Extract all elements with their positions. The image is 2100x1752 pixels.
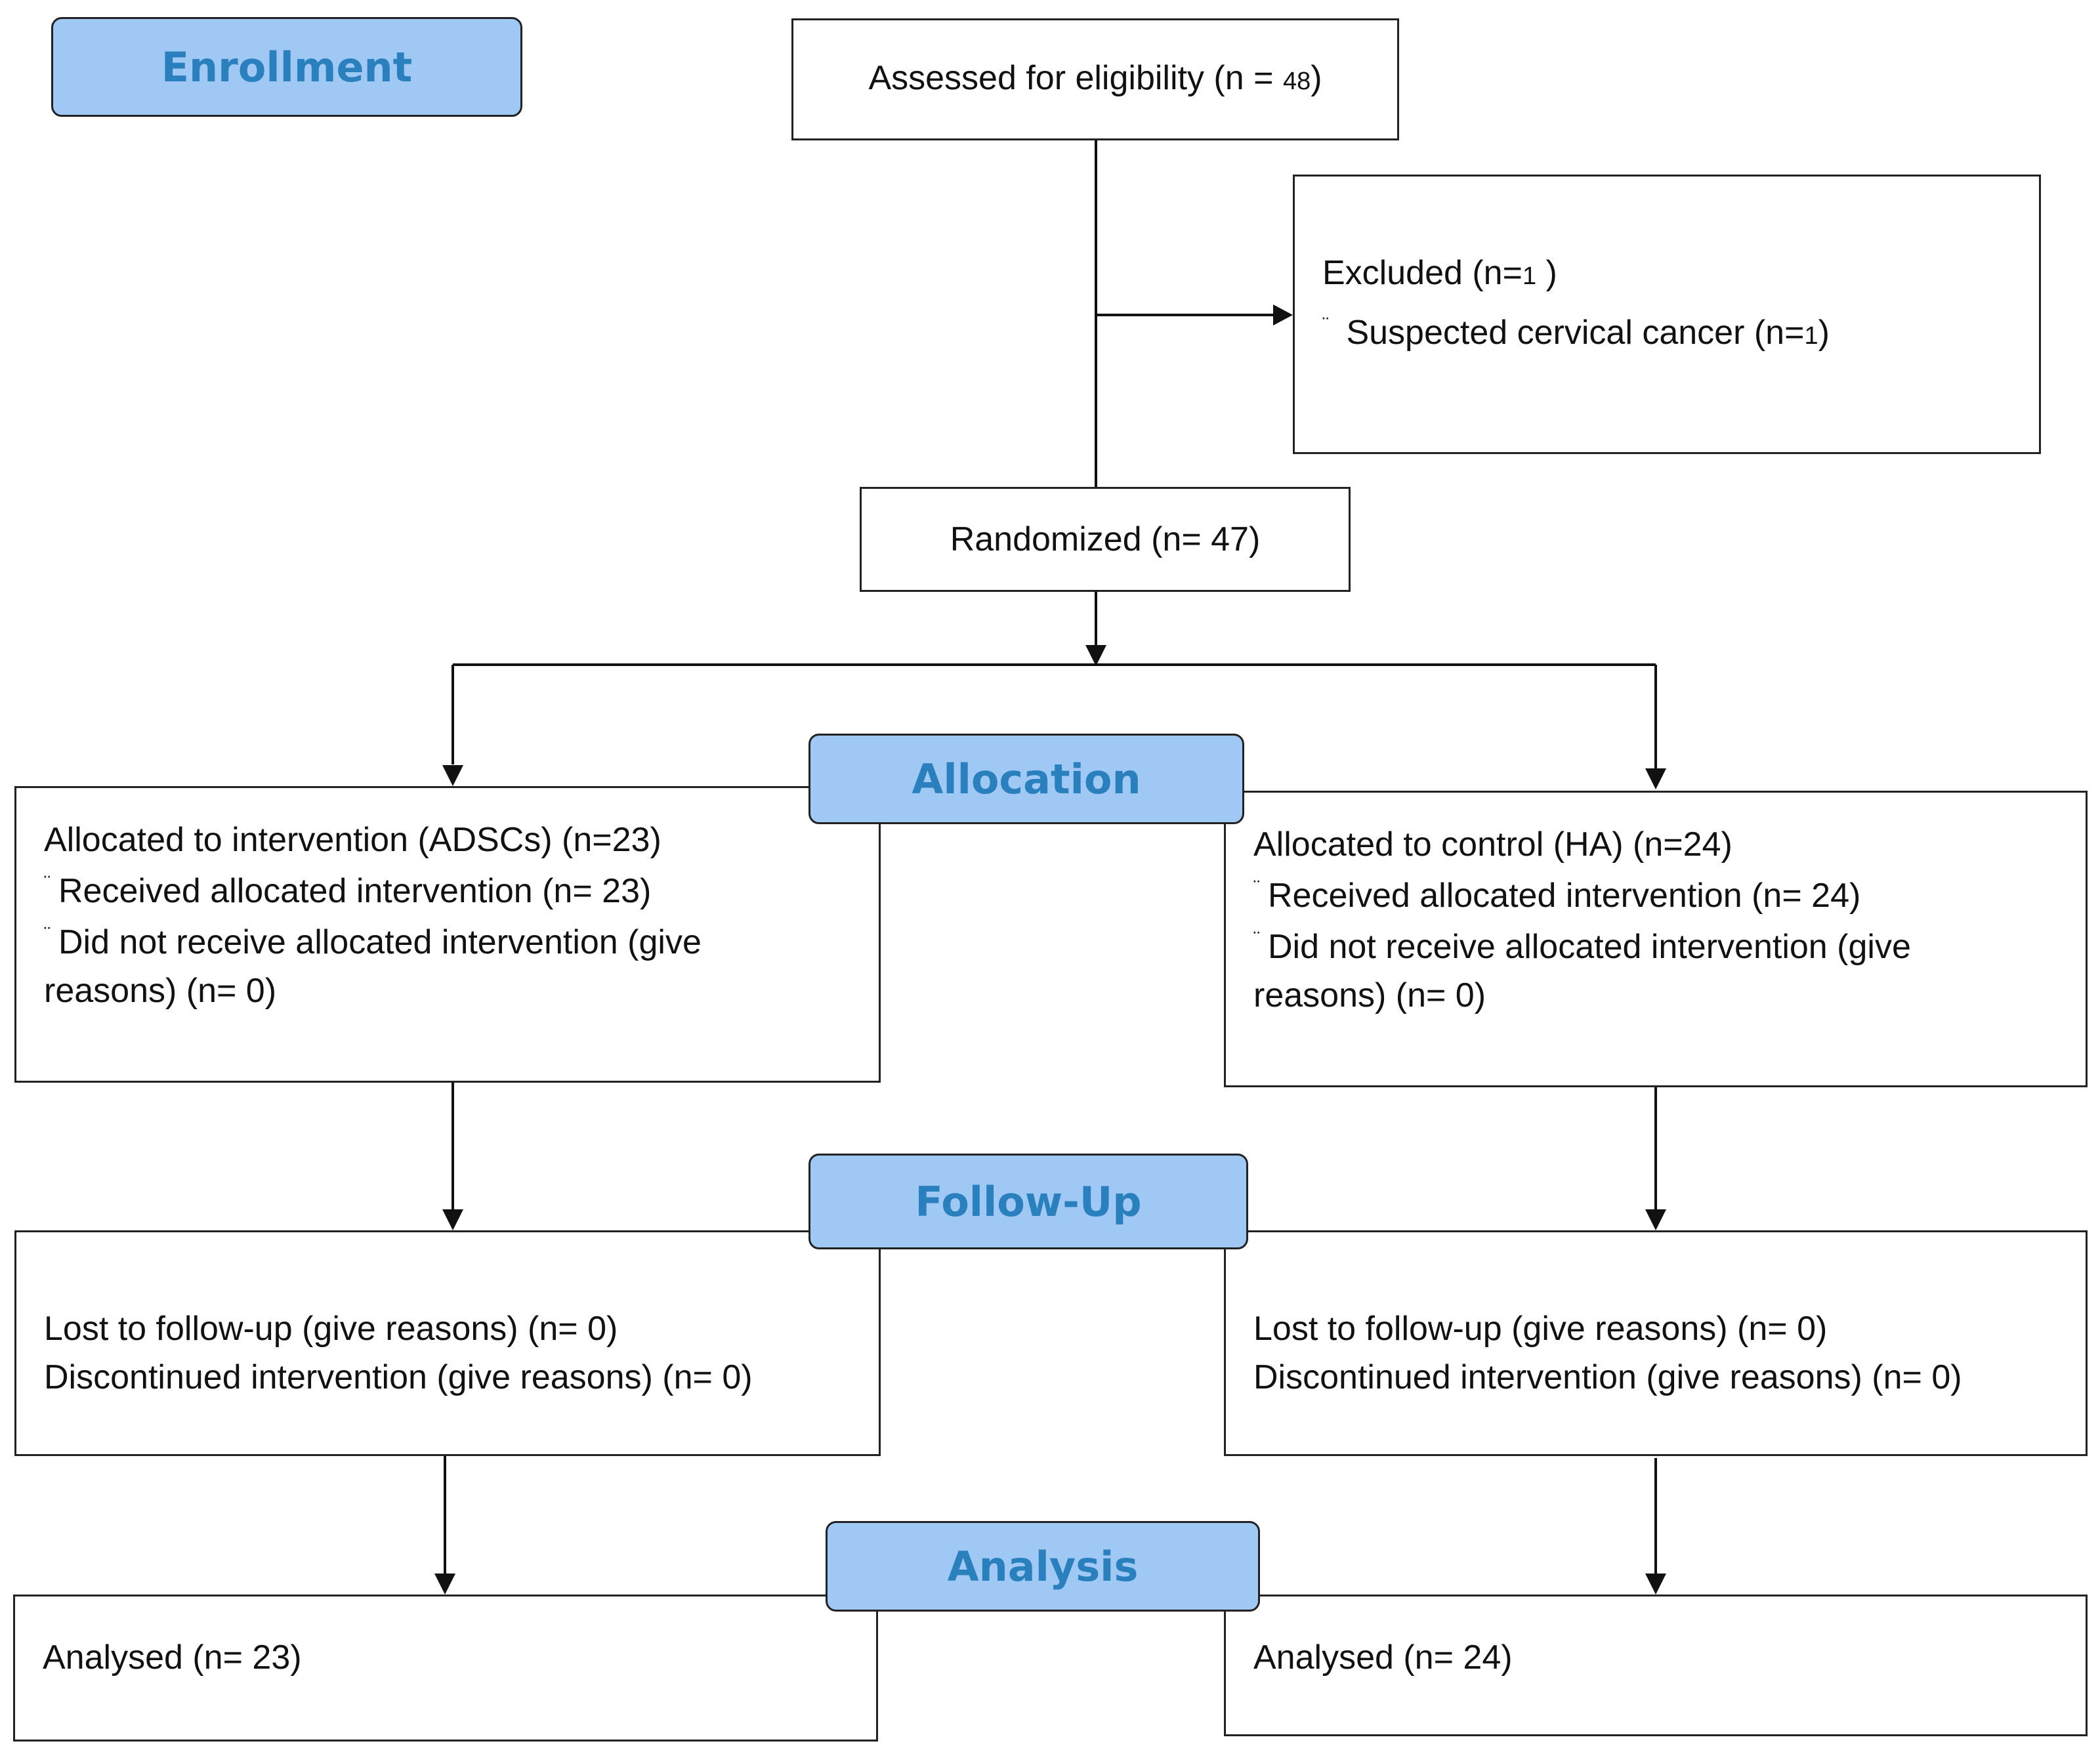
bullet-icon: ¨ <box>44 872 51 894</box>
followup-left-discontinued: Discontinued intervention (give reasons)… <box>44 1358 753 1396</box>
analysis-right-box: Analysed (n= 24) <box>1224 1595 2088 1736</box>
excluded-reason-count: 1 <box>1804 322 1818 350</box>
stage-follow-up-label: Follow-Up <box>915 1177 1142 1226</box>
assessed-text: Assessed for eligibility (n = 48) <box>868 54 1322 106</box>
analysis-right-text: Analysed (n= 24) <box>1253 1638 1513 1677</box>
excluded-title-suffix: ) <box>1536 254 1557 292</box>
excluded-title-prefix: Excluded (n= <box>1322 254 1522 292</box>
assessed-box: Assessed for eligibility (n = 48) <box>791 18 1399 140</box>
allocation-right-not-received-text: Did not receive allocated intervention (… <box>1268 928 1911 966</box>
allocation-left-not-received: ¨ Did not receive allocated intervention … <box>44 918 879 967</box>
analysis-left-text: Analysed (n= 23) <box>43 1638 302 1677</box>
assessed-count: 48 <box>1282 67 1311 95</box>
randomized-box: Randomized (n= 47) <box>860 487 1351 592</box>
followup-left-lost: Lost to follow-up (give reasons) (n= 0) <box>44 1310 618 1348</box>
allocation-right-received: ¨ Received allocated intervention (n= 24) <box>1253 871 2086 920</box>
followup-right-box: Lost to follow-up (give reasons) (n= 0) … <box>1224 1230 2088 1456</box>
allocation-left-not-received-text: Did not receive allocated intervention (… <box>58 923 702 961</box>
randomized-text: Randomized (n= 47) <box>950 520 1261 558</box>
stage-enrollment-label: Enrollment <box>161 43 413 91</box>
arrowhead-alloc-right <box>1645 768 1666 789</box>
stage-analysis-label: Analysis <box>947 1542 1139 1591</box>
stage-enrollment: Enrollment <box>51 17 522 117</box>
assessed-suffix: ) <box>1311 58 1322 97</box>
arrowhead-excluded <box>1273 304 1293 325</box>
allocation-left-box: Allocated to intervention (ADSCs) (n=23)… <box>14 786 881 1083</box>
allocation-right-received-text: Received allocated intervention (n= 24) <box>1268 877 1861 915</box>
stage-allocation: Allocation <box>808 734 1244 824</box>
bullet-icon: ¨ <box>1253 928 1260 949</box>
followup-right-lost: Lost to follow-up (give reasons) (n= 0) <box>1253 1310 1828 1348</box>
arrowhead-alloc-left <box>442 765 463 786</box>
excluded-box: Excluded (n=1 ) ¨ Suspected cervical can… <box>1293 175 2041 454</box>
allocation-right-not-received: ¨ Did not receive allocated intervention … <box>1253 923 2086 971</box>
allocation-right-title: Allocated to control (HA) (n=24) <box>1253 825 1732 864</box>
bullet-icon: ¨ <box>1253 877 1260 898</box>
excluded-reason-prefix: Suspected cervical cancer (n= <box>1337 314 1805 352</box>
allocation-left-received: ¨ Received allocated intervention (n= 23) <box>44 867 879 915</box>
bullet-icon: ¨ <box>1322 314 1329 335</box>
excluded-reason-suffix: ) <box>1818 314 1830 352</box>
allocation-right-box: Allocated to control (HA) (n=24) ¨ Receiv… <box>1224 791 2088 1087</box>
stage-follow-up: Follow-Up <box>808 1154 1248 1249</box>
arrowhead-followup-left <box>442 1209 463 1230</box>
allocation-left-not-received-cont: reasons) (n= 0) <box>44 972 277 1010</box>
arrowhead-analysis-left <box>434 1574 455 1595</box>
followup-right-discontinued: Discontinued intervention (give reasons)… <box>1253 1358 1962 1396</box>
assessed-prefix: Assessed for eligibility (n = <box>868 58 1283 97</box>
analysis-left-box: Analysed (n= 23) <box>13 1595 878 1742</box>
bullet-icon: ¨ <box>44 923 51 945</box>
allocation-left-received-text: Received allocated intervention (n= 23) <box>58 872 652 910</box>
stage-allocation-label: Allocation <box>912 755 1141 803</box>
excluded-title: Excluded (n=1 ) <box>1322 249 2039 301</box>
excluded-count: 1 <box>1522 262 1537 290</box>
arrowhead-followup-right <box>1645 1209 1666 1230</box>
arrowhead-randomized <box>1085 645 1106 666</box>
allocation-left-title: Allocated to intervention (ADSCs) (n=23) <box>44 821 662 859</box>
excluded-reason: ¨ Suspected cervical cancer (n=1) <box>1322 308 2039 360</box>
stage-analysis: Analysis <box>826 1521 1260 1612</box>
followup-left-box: Lost to follow-up (give reasons) (n= 0) … <box>14 1230 881 1456</box>
allocation-right-not-received-cont: reasons) (n= 0) <box>1253 976 1486 1014</box>
arrowhead-analysis-right <box>1645 1574 1666 1595</box>
